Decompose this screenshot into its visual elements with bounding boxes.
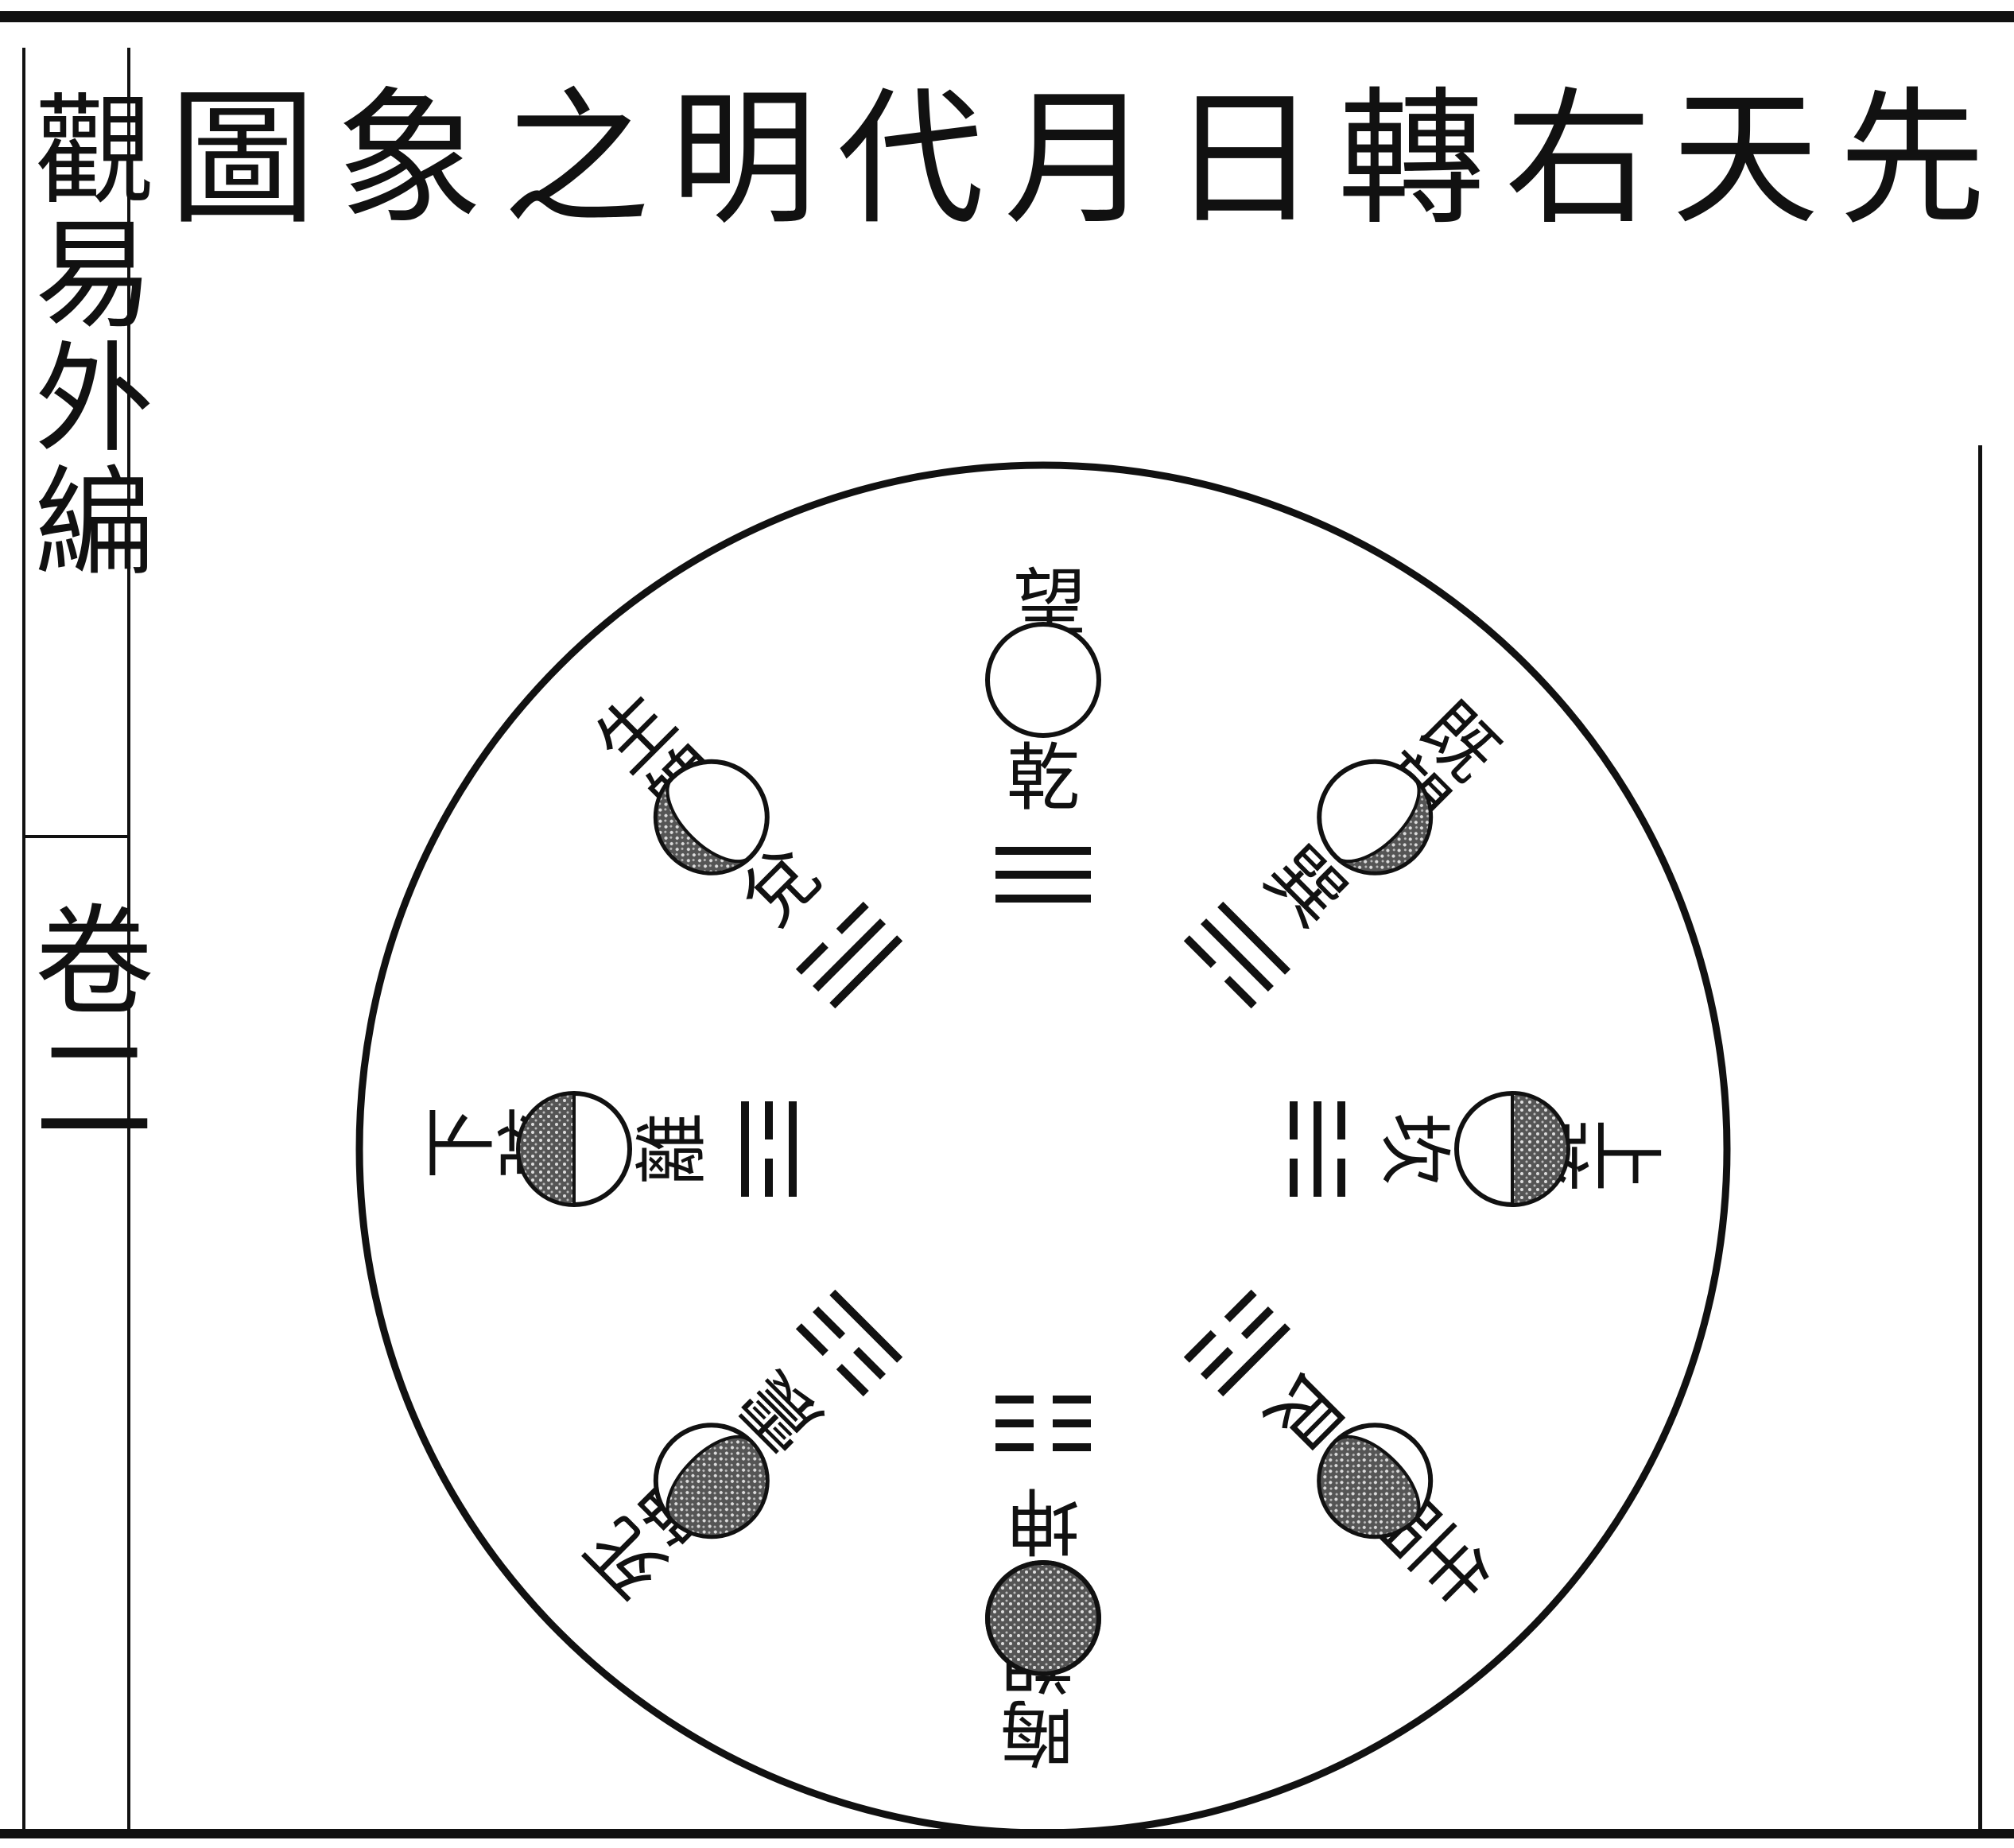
station-3: 生明艮: [1183, 1289, 1513, 1619]
side-divider: [24, 835, 127, 838]
volume-label: 卷二: [14, 899, 153, 1153]
moon-shadow: [1334, 776, 1433, 875]
title-char: 代: [836, 73, 984, 245]
yin-line: [1200, 1346, 1234, 1380]
yang-line: [829, 1289, 903, 1363]
margin-divider: [127, 48, 130, 1829]
moon-shadow: [1511, 1091, 1570, 1207]
yang-line: [829, 935, 903, 1009]
yin-line: [1290, 1159, 1298, 1197]
station-2: 上弦坎: [1290, 1091, 1665, 1207]
yin-line: [1337, 1159, 1345, 1197]
yang-line: [741, 1101, 749, 1197]
title-char: 明: [669, 73, 817, 245]
yin-line: [1224, 1289, 1257, 1322]
yin-line: [836, 1364, 869, 1397]
station-1: 既望巽: [1183, 679, 1513, 1009]
yang-line: [995, 895, 1091, 903]
yin-line: [1053, 1443, 1091, 1451]
trigram-name: 乾: [1007, 736, 1080, 821]
yin-line: [1290, 1101, 1298, 1139]
yin-line: [1224, 976, 1257, 1009]
yin-line: [795, 1323, 828, 1357]
trigram-name: 坤: [1007, 1477, 1080, 1563]
yin-line: [995, 1419, 1034, 1427]
outer-circle: [355, 461, 1731, 1837]
yin-line: [765, 1159, 773, 1197]
yin-line: [1183, 935, 1217, 969]
moon-disc: [985, 622, 1101, 738]
moon-shadow: [654, 776, 752, 875]
yin-line: [836, 901, 869, 934]
yang-line: [1200, 918, 1274, 992]
title-char: 之: [503, 73, 650, 245]
yin-line: [1337, 1101, 1345, 1139]
station-0: 望乾: [985, 564, 1101, 903]
moon-shadow: [666, 1435, 769, 1539]
yang-line: [789, 1101, 797, 1197]
title-char: 右: [1504, 73, 1652, 245]
moon-shadow: [985, 1560, 1101, 1676]
yin-line: [995, 1443, 1034, 1451]
yin-line: [1053, 1396, 1091, 1403]
yang-line: [1217, 1323, 1291, 1397]
station-6: 下弦離: [421, 1091, 797, 1207]
yin-line: [1240, 1306, 1274, 1340]
yang-line: [813, 918, 887, 992]
title-char: 轉: [1337, 73, 1485, 245]
book-title: 觀易外編: [14, 87, 153, 584]
station-5: 死魄震: [573, 1289, 903, 1619]
yin-line: [995, 1396, 1034, 1403]
yin-line: [765, 1101, 773, 1139]
trigram-name: 坎: [1372, 1112, 1457, 1186]
yang-line: [1217, 901, 1291, 975]
title-char: 圖: [169, 73, 316, 245]
title-char: 天: [1671, 73, 1819, 245]
title-char: 日: [1170, 73, 1318, 245]
station-4: 晦朔坤: [985, 1396, 1101, 1771]
moon-shadow: [1317, 1435, 1421, 1539]
top-border: [0, 11, 2014, 22]
yin-line: [813, 1306, 846, 1340]
yin-line: [852, 1346, 887, 1380]
yang-line: [1314, 1101, 1321, 1197]
right-border: [1978, 445, 1982, 1829]
yin-line: [795, 941, 828, 975]
left-border: [22, 48, 25, 1829]
title-char: 象: [336, 73, 483, 245]
title-char: 月: [1003, 73, 1151, 245]
trigram-name: 離: [630, 1112, 715, 1186]
stations-group: 望乾既望巽上弦坎生明艮晦朔坤死魄震 下弦離 生魄兌: [421, 564, 1665, 1771]
yin-line: [1053, 1419, 1091, 1427]
diagram-title: 先 天 右 轉 日 月 代 明 之 象 圖: [167, 80, 1988, 239]
yin-line: [1183, 1330, 1217, 1363]
title-char: 先: [1838, 73, 1986, 245]
station-7: 生魄兌: [573, 679, 903, 1009]
yang-line: [995, 847, 1091, 855]
yang-line: [995, 871, 1091, 879]
moon-shadow: [517, 1091, 576, 1207]
